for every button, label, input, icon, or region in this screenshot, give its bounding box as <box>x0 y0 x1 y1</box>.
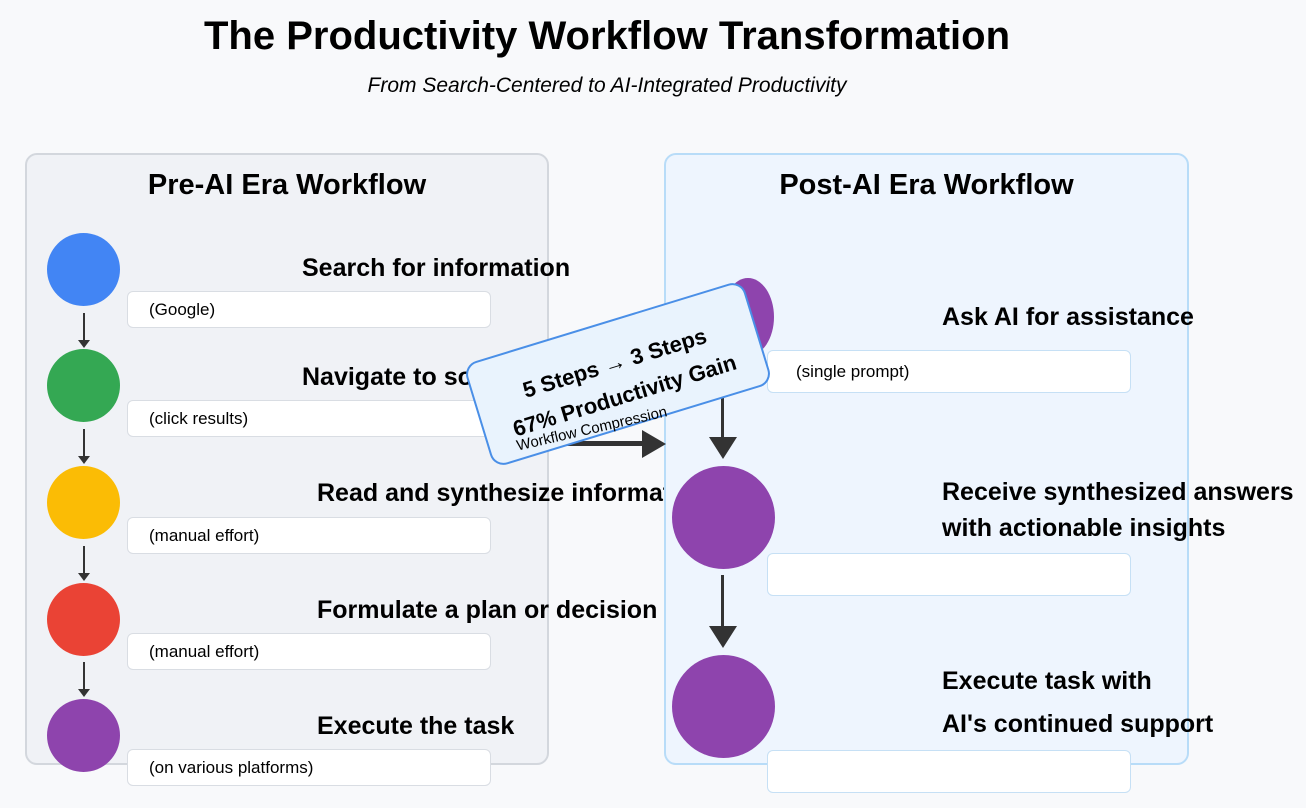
pre-step-1-note: (Google) <box>127 291 491 328</box>
post-step-3-circle <box>672 655 775 758</box>
pre-step-1-label: Search for information <box>302 254 571 282</box>
post-ai-heading: Post-AI Era Workflow <box>779 169 1074 201</box>
post-step-2-circle <box>672 466 775 569</box>
post-step-2-label-line-2: with actionable insights <box>942 514 1226 542</box>
page-subtitle: From Search-Centered to AI-Integrated Pr… <box>367 74 847 97</box>
post-arrow-2-head <box>709 626 737 648</box>
pre-arrow-4-head <box>78 689 90 697</box>
pre-arrow-3 <box>83 546 85 576</box>
post-step-1-label: Ask AI for assistance <box>942 303 1194 331</box>
pre-arrow-2 <box>83 429 85 459</box>
pre-arrow-1 <box>83 313 85 343</box>
post-step-2-note <box>767 553 1131 596</box>
pre-step-3-note: (manual effort) <box>127 517 491 554</box>
pre-step-3-circle <box>47 466 120 539</box>
pre-arrow-2-head <box>78 456 90 464</box>
pre-step-1-circle <box>47 233 120 306</box>
post-step-2-label-line-1: Receive synthesized answers <box>942 478 1294 506</box>
pre-step-5-circle <box>47 699 120 772</box>
pre-step-4-label: Formulate a plan or decision <box>317 596 658 624</box>
pre-step-2-circle <box>47 349 120 422</box>
pre-arrow-4 <box>83 662 85 692</box>
post-step-3-label-line-2: AI's continued support <box>942 710 1214 738</box>
post-arrow-1 <box>721 393 724 439</box>
post-arrow-1-head <box>709 437 737 459</box>
pre-step-5-note: (on various platforms) <box>127 749 491 786</box>
pre-arrow-3-head <box>78 573 90 581</box>
pre-step-5-label: Execute the task <box>317 712 515 740</box>
post-step-3-note <box>767 750 1131 793</box>
pre-step-2-note: (click results) <box>127 400 491 437</box>
post-arrow-2 <box>721 575 724 628</box>
compression-arrow <box>556 441 646 446</box>
pre-step-3-label: Read and synthesize information <box>317 479 709 507</box>
page-title: The Productivity Workflow Transformation <box>203 14 1010 58</box>
pre-arrow-1-head <box>78 340 90 348</box>
pre-step-4-circle <box>47 583 120 656</box>
compression-arrow-head <box>642 430 666 458</box>
post-step-1-note: (single prompt) <box>767 350 1131 393</box>
post-step-3-label-line-1: Execute task with <box>942 667 1152 695</box>
pre-step-4-note: (manual effort) <box>127 633 491 670</box>
pre-ai-heading: Pre-AI Era Workflow <box>147 169 427 201</box>
